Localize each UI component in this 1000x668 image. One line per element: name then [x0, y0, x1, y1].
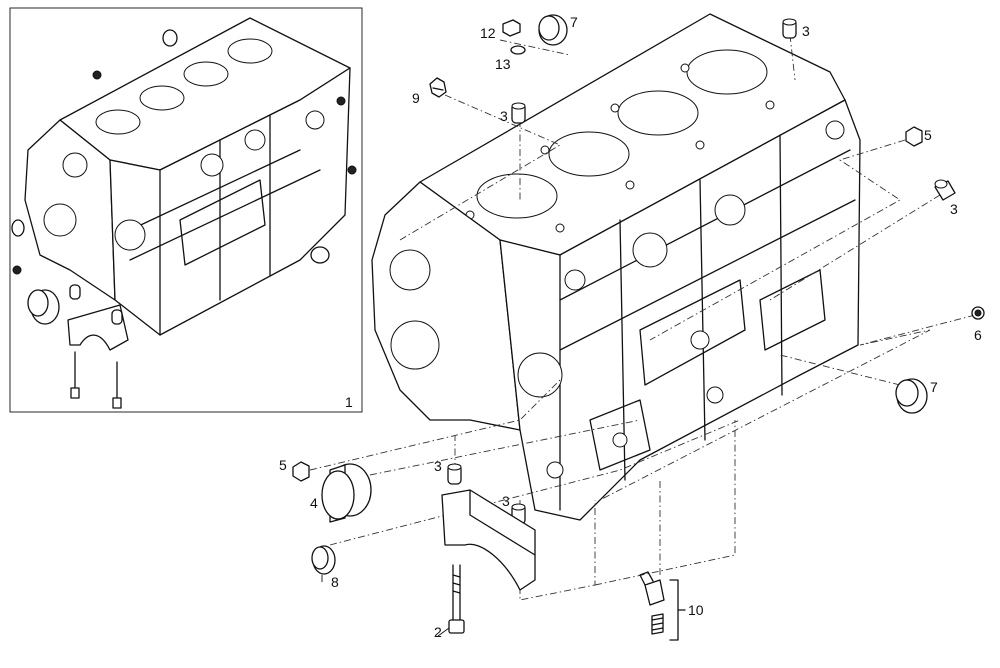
callout-9: 9	[412, 90, 420, 106]
inset-bearing-cap	[67, 284, 129, 351]
leader-lines	[321, 575, 450, 637]
callout-13: 13	[495, 56, 511, 72]
callout-3-right: 3	[950, 201, 958, 217]
main-engine-block	[371, 13, 861, 521]
callout-6: 6	[974, 327, 982, 343]
callout-5-right: 5	[924, 127, 932, 143]
callout-2: 2	[434, 624, 442, 640]
callout-10: 10	[688, 602, 704, 618]
main-bearing-cap	[441, 489, 536, 591]
callout-3-center: 3	[500, 108, 508, 124]
part-7-cup-plug-right	[895, 378, 928, 414]
part-10-oil-jet-assembly	[639, 571, 686, 641]
callout-1: 1	[345, 394, 353, 410]
part-13-o-ring	[510, 45, 526, 55]
part-7-cup-plug-top	[538, 14, 568, 46]
part-12-plug	[502, 19, 521, 37]
part-6-plug	[971, 306, 985, 320]
part-5-plug-left	[292, 461, 310, 482]
callout-3-cap-right: 3	[502, 493, 510, 509]
part-4-bearing-bushing	[321, 463, 372, 523]
inset-bearing-ring	[27, 289, 60, 325]
callout-5-left: 5	[279, 457, 287, 473]
callout-3-top-right: 3	[802, 23, 810, 39]
inset-block	[11, 17, 357, 336]
callout-7-top: 7	[570, 14, 578, 30]
callout-12: 12	[480, 25, 496, 41]
part-8-cup-plug	[311, 545, 336, 575]
inset-bolts	[70, 351, 122, 409]
part-3-dowel-right	[934, 179, 956, 201]
part-3-dowel-mid	[511, 102, 526, 124]
callout-8: 8	[331, 574, 339, 590]
inset-panel: 1	[9, 7, 363, 413]
part-2-bearing-cap-bolt	[448, 564, 465, 634]
part-3-dowel-cap-left	[447, 463, 462, 485]
callout-3-cap-left: 3	[434, 458, 442, 474]
part-5-plug-right	[905, 126, 923, 147]
callout-4: 4	[310, 495, 318, 511]
callout-7-right: 7	[930, 379, 938, 395]
part-3-dowel-top	[782, 18, 797, 39]
part-9-plug	[429, 77, 447, 98]
